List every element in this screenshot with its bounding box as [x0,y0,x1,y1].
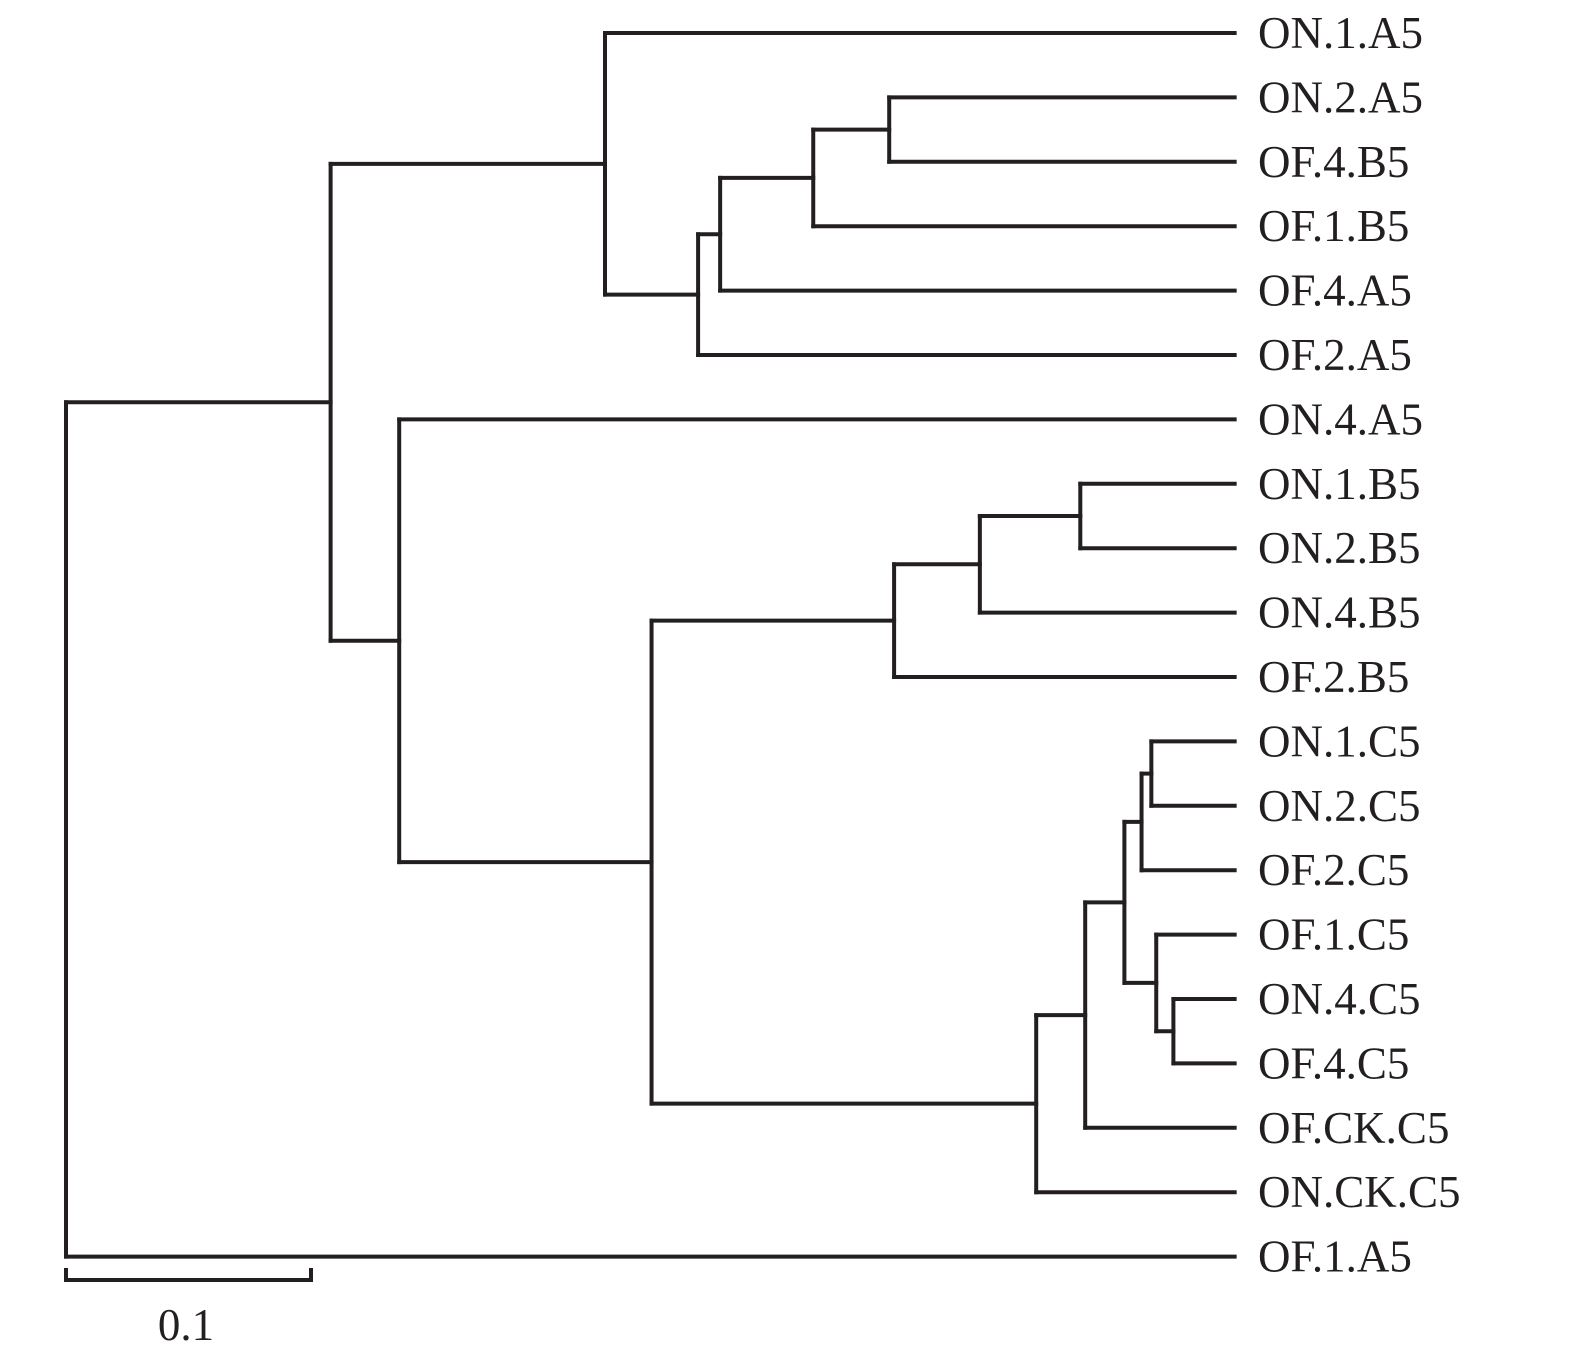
leaf-label: ON.4.B5 [1258,588,1421,638]
leaf-label: ON.2.A5 [1258,72,1423,122]
leaf-label: ON.4.A5 [1258,394,1423,444]
leaf-labels: ON.1.A5ON.2.A5OF.4.B5OF.1.B5OF.4.A5OF.2.… [1258,8,1461,1282]
leaf-label: OF.4.A5 [1258,266,1412,316]
leaf-label: OF.2.C5 [1258,845,1409,895]
leaf-label: OF.2.B5 [1258,652,1409,702]
leaf-label: OF.1.B5 [1258,201,1409,251]
leaf-label: OF.2.A5 [1258,330,1412,380]
leaf-label: ON.2.C5 [1258,781,1421,831]
leaf-label: OF.1.C5 [1258,910,1409,960]
leaf-label: ON.1.A5 [1258,8,1423,58]
scale-bar: 0.1 [64,1268,313,1350]
leaf-label: ON.4.C5 [1258,974,1421,1024]
leaf-label: OF.4.C5 [1258,1038,1409,1088]
branches [64,31,1237,1259]
leaf-label: ON.1.C5 [1258,716,1421,766]
leaf-label: OF.4.B5 [1258,137,1409,187]
scale-bar-label: 0.1 [158,1300,214,1350]
leaf-label: ON.CK.C5 [1258,1167,1461,1217]
leaf-label: OF.CK.C5 [1258,1103,1449,1153]
scale-bar-line [64,1268,313,1282]
leaf-label: ON.2.B5 [1258,523,1421,573]
leaf-label: OF.1.A5 [1258,1232,1412,1282]
leaf-label: ON.1.B5 [1258,459,1421,509]
